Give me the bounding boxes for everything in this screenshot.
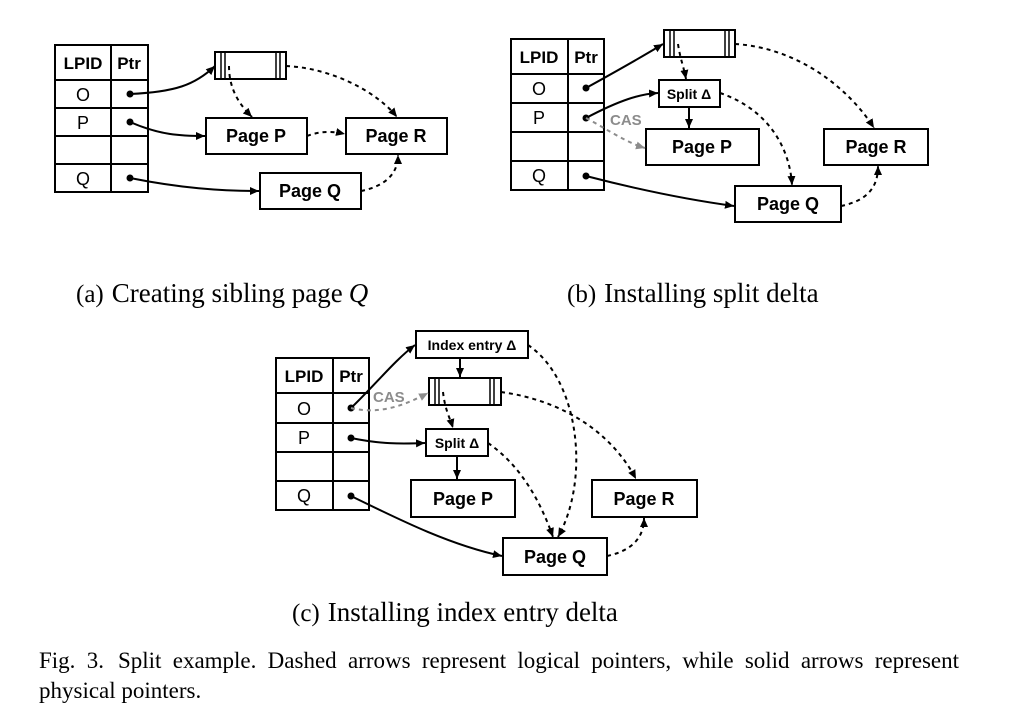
page-r-c: Page R [591,479,698,518]
row-o-label: O [76,85,90,105]
arrows-c [350,344,648,559]
row-p-label: P [533,108,545,128]
row-p-label: P [77,113,89,133]
svg-text:Page P: Page P [226,126,286,146]
cas-label-b: CAS [610,112,642,129]
record-a [214,51,287,80]
lpid-header: LPID [285,367,324,386]
svg-text:Page P: Page P [433,489,493,509]
svg-text:Page Q: Page Q [279,181,341,201]
panel-c: LPID Ptr O P Q Index entry Δ Split Δ Pag… [275,330,698,576]
row-q-label: Q [297,486,311,506]
panel-a: LPID Ptr O P Q Page P Page R Page Q [54,44,448,210]
svg-text:Page P: Page P [672,137,732,157]
row-o-label: O [532,79,546,99]
cas-label-c: CAS [373,389,405,406]
caption-b: (b)Installing split delta [567,278,819,308]
row-o-label: O [297,399,311,419]
figure-caption: Fig. 3.Split example. Dashed arrows repr… [39,646,959,706]
record-b [663,29,736,58]
ptr-header: Ptr [574,48,598,67]
row-p-label: P [298,428,310,448]
page-p-a: Page P [205,117,308,155]
split-delta-c: Split Δ [425,428,489,457]
record-c [428,377,502,406]
row-q-label: Q [76,169,90,189]
panel-b: LPID Ptr O P Q Split Δ Page P Page R [510,29,929,223]
page-r-a: Page R [345,117,448,155]
svg-text:Page R: Page R [845,137,906,157]
row-q-label: Q [532,166,546,186]
svg-text:Split Δ: Split Δ [435,435,479,451]
caption-c: (c)Installing index entry delta [292,597,618,627]
ptr-header: Ptr [117,54,141,73]
page-q-a: Page Q [259,172,362,210]
page-p-c: Page P [410,479,516,518]
svg-text:Page Q: Page Q [757,194,819,214]
figure-number: Fig. 3. [39,648,104,673]
svg-text:Index entry Δ: Index entry Δ [428,337,517,353]
svg-text:Page R: Page R [365,126,426,146]
lpid-header: LPID [520,48,559,67]
mapping-table-c: LPID Ptr O P Q [275,357,370,511]
svg-text:Split Δ: Split Δ [667,86,711,102]
lpid-header: LPID [64,54,103,73]
mapping-table-a: LPID Ptr O P Q [54,44,149,193]
mapping-table-b: LPID Ptr O P Q [510,38,605,191]
split-delta-b: Split Δ [658,79,721,108]
page-q-c: Page Q [502,537,608,576]
arrows-a [129,65,402,195]
svg-text:Page R: Page R [613,489,674,509]
index-entry-delta-c: Index entry Δ [415,330,529,359]
ptr-header: Ptr [339,367,363,386]
svg-text:Page Q: Page Q [524,547,586,567]
figure-caption-text: Split example. Dashed arrows represent l… [39,648,960,703]
page-q-b: Page Q [734,185,842,223]
page-r-b: Page R [823,128,929,166]
page-p-b: Page P [645,128,760,166]
arrows-b [585,43,882,209]
